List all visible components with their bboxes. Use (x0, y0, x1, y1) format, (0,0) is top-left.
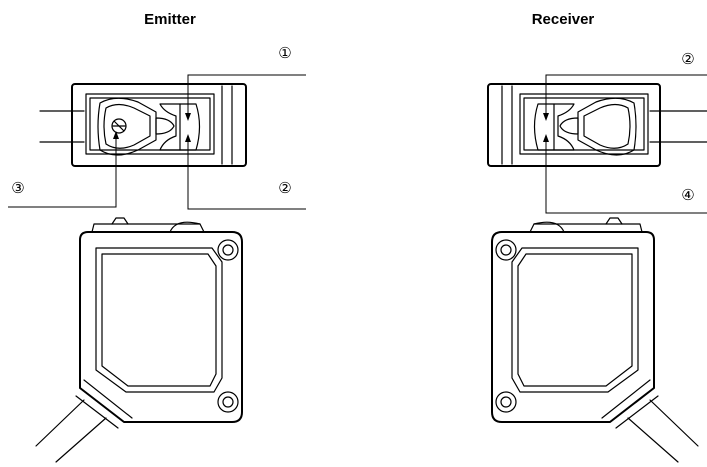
receiver-mounting-hole-top-icon (495, 239, 517, 261)
receiver-callout-lines (543, 74, 707, 214)
adjustment-screw-icon (111, 118, 127, 134)
emitter-callout-3: ③ (11, 180, 24, 197)
emitter-top-view (39, 83, 247, 167)
receiver-callout-4: ④ (681, 187, 694, 204)
receiver-top-view (487, 83, 707, 167)
mounting-hole-bottom-icon (217, 391, 239, 413)
emitter-front-body (35, 217, 243, 463)
receiver-front-body (491, 217, 699, 463)
emitter-title: Emitter (144, 11, 196, 28)
receiver-title: Receiver (532, 11, 595, 28)
receiver-mounting-hole-bottom-icon (495, 391, 517, 413)
mounting-hole-top-icon (217, 239, 239, 261)
emitter-callout-1: ① (278, 45, 291, 62)
emitter-callout-2: ② (278, 180, 291, 197)
emitter-callout-lines (8, 74, 306, 210)
receiver-callout-2: ② (681, 51, 694, 68)
